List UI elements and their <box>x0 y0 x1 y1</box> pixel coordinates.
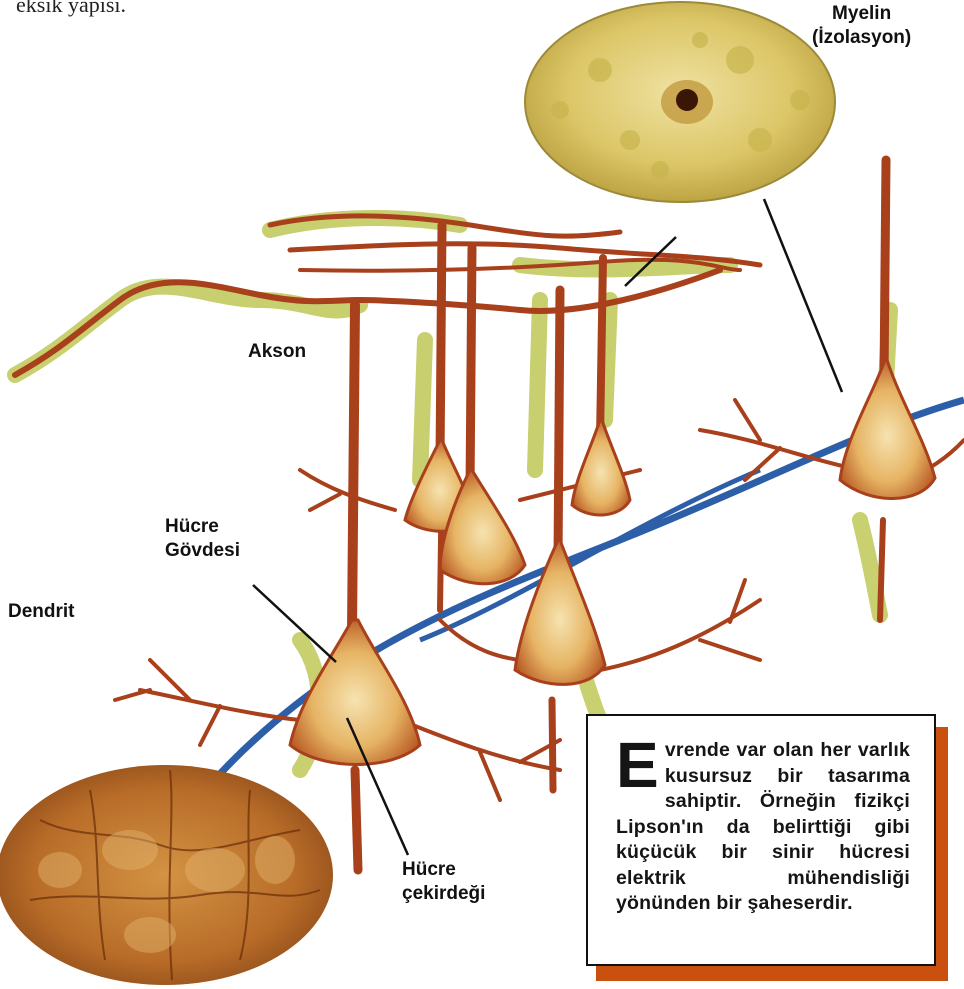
soma-6 <box>840 360 935 499</box>
info-box: Evrende var olan her varlık kusursuz bir… <box>586 714 936 966</box>
soma-4 <box>515 540 605 684</box>
info-text: Evrende var olan her varlık kusursuz bir… <box>616 738 910 917</box>
label-myelin: Myelin (İzolasyon) <box>812 2 911 50</box>
label-hucre-cekirdegi-line2: çekirdeği <box>402 882 485 906</box>
micrograph-nucleus <box>676 89 698 111</box>
tissue-micrograph <box>0 765 333 985</box>
soma-5 <box>572 420 630 515</box>
label-hucre-cekirdegi: Hücre çekirdeği <box>402 858 485 906</box>
myelin-micrograph <box>525 2 835 202</box>
label-hucre-cekirdegi-line1: Hücre <box>402 858 485 882</box>
drop-cap: E <box>616 740 659 790</box>
info-body: vrende var olan her varlık kusursuz bir … <box>616 739 910 914</box>
label-hucre-govdesi-line2: Gövdesi <box>165 539 240 563</box>
label-akson: Akson <box>248 340 306 364</box>
label-hucre-govdesi-line1: Hücre <box>165 515 240 539</box>
label-myelin-line2: (İzolasyon) <box>812 26 911 50</box>
label-dendrit: Dendrit <box>8 600 75 624</box>
top-text-fragment: eksik yapısı. <box>16 0 126 18</box>
label-myelin-line1: Myelin <box>812 2 911 26</box>
label-hucre-govdesi: Hücre Gövdesi <box>165 515 240 563</box>
